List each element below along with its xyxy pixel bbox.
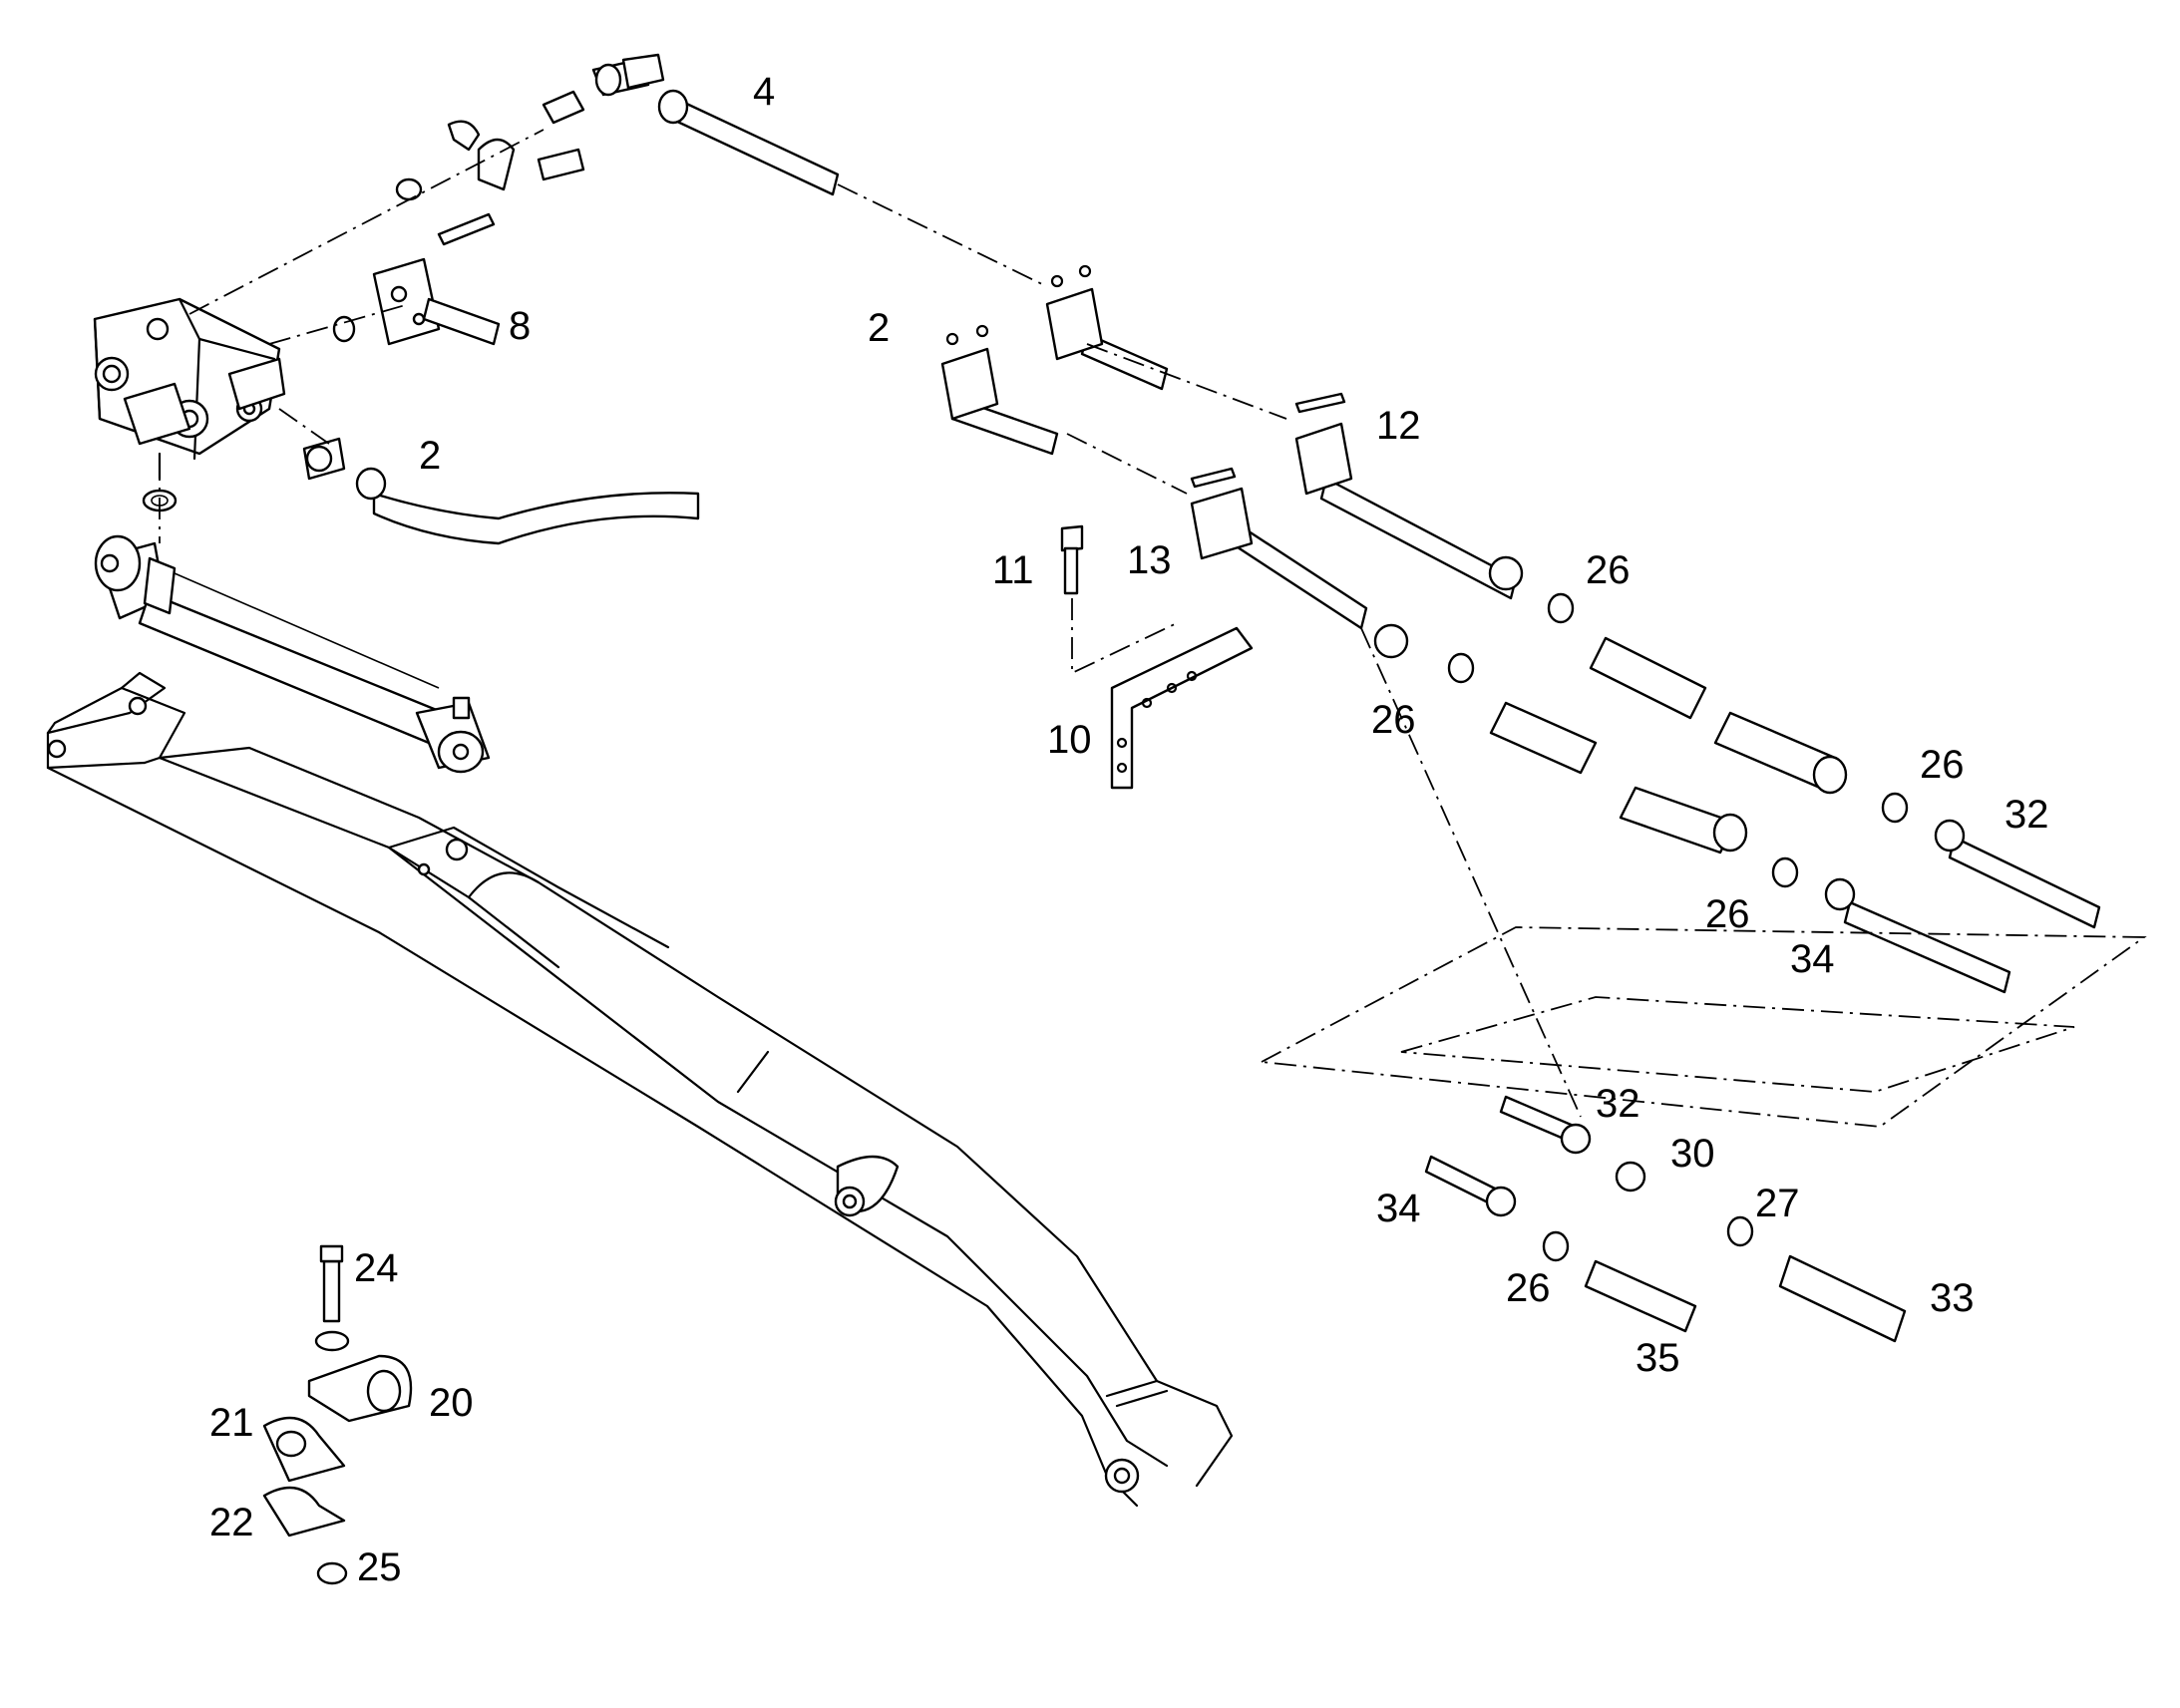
callout-34-b: 34 xyxy=(1376,1187,1421,1230)
callout-24: 24 xyxy=(354,1246,399,1290)
callout-26-e: 26 xyxy=(1506,1266,1551,1310)
callout-22: 22 xyxy=(209,1501,254,1544)
callout-32-a: 32 xyxy=(2004,793,2049,837)
callout-26-b: 26 xyxy=(1371,698,1416,742)
callout-13: 13 xyxy=(1127,538,1172,582)
callout-27: 27 xyxy=(1755,1182,1800,1225)
callout-2-right: 2 xyxy=(868,306,890,350)
callout-26-c: 26 xyxy=(1920,743,1965,787)
callout-21: 21 xyxy=(209,1401,254,1445)
callout-10: 10 xyxy=(1047,718,1092,762)
callout-12: 12 xyxy=(1376,404,1421,448)
callout-4: 4 xyxy=(753,70,775,114)
callout-labels: 4 8 2 2 12 13 11 10 26 26 26 26 26 32 32… xyxy=(209,70,2049,1589)
callout-34-a: 34 xyxy=(1790,937,1835,981)
callout-11: 11 xyxy=(992,548,1034,592)
callout-8: 8 xyxy=(509,304,531,348)
clamp-blocks xyxy=(940,264,1353,560)
top-fittings xyxy=(302,53,665,481)
callout-30: 30 xyxy=(1670,1132,1715,1176)
boom-arm xyxy=(46,671,1234,1508)
callout-20: 20 xyxy=(429,1381,474,1425)
callout-2-left: 2 xyxy=(419,434,441,478)
clamp-assembly xyxy=(262,1244,413,1585)
valve-block xyxy=(93,297,286,512)
assembly-leaders xyxy=(159,129,2147,1128)
callout-26-d: 26 xyxy=(1705,892,1750,936)
callout-25: 25 xyxy=(357,1545,402,1589)
hydraulic-cylinder xyxy=(94,534,491,774)
fittings xyxy=(1447,592,1909,1343)
callout-35: 35 xyxy=(1635,1336,1680,1380)
callout-26-a: 26 xyxy=(1586,548,1631,592)
pipes xyxy=(355,89,2101,1217)
bolt-and-bracket xyxy=(1060,524,1254,790)
callout-32-b: 32 xyxy=(1596,1082,1640,1126)
callout-33: 33 xyxy=(1930,1276,1975,1320)
